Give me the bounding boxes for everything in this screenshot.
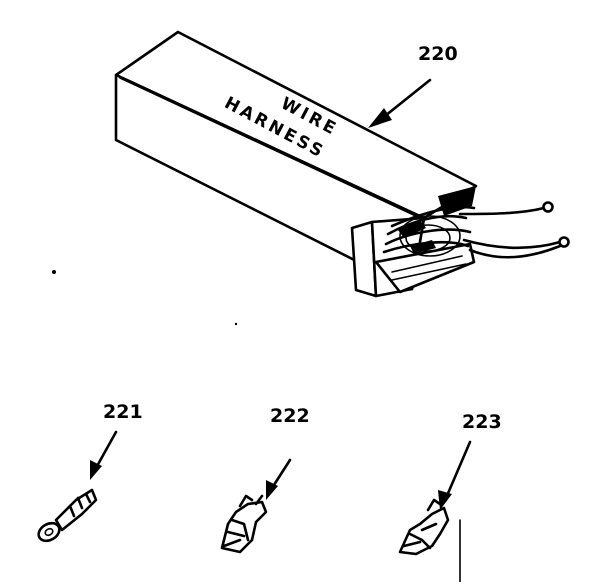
callout-222: 222: [270, 405, 310, 427]
callout-223: 223: [462, 411, 502, 433]
speck: [234, 322, 238, 326]
terminal-223-icon: [398, 498, 450, 556]
callout-arrow-223: [438, 440, 472, 510]
speck: [52, 270, 56, 274]
callout-arrow-222: [266, 458, 292, 500]
ring-terminal-icon: [37, 488, 98, 543]
terminal-222-icon: [220, 494, 268, 554]
wire-harness-box: WIRE HARNESS: [114, 30, 570, 298]
callout-220: 220: [418, 43, 458, 65]
callout-221: 221: [103, 401, 143, 423]
callout-arrow-220: [368, 78, 432, 128]
callout-arrow-221: [90, 430, 118, 480]
